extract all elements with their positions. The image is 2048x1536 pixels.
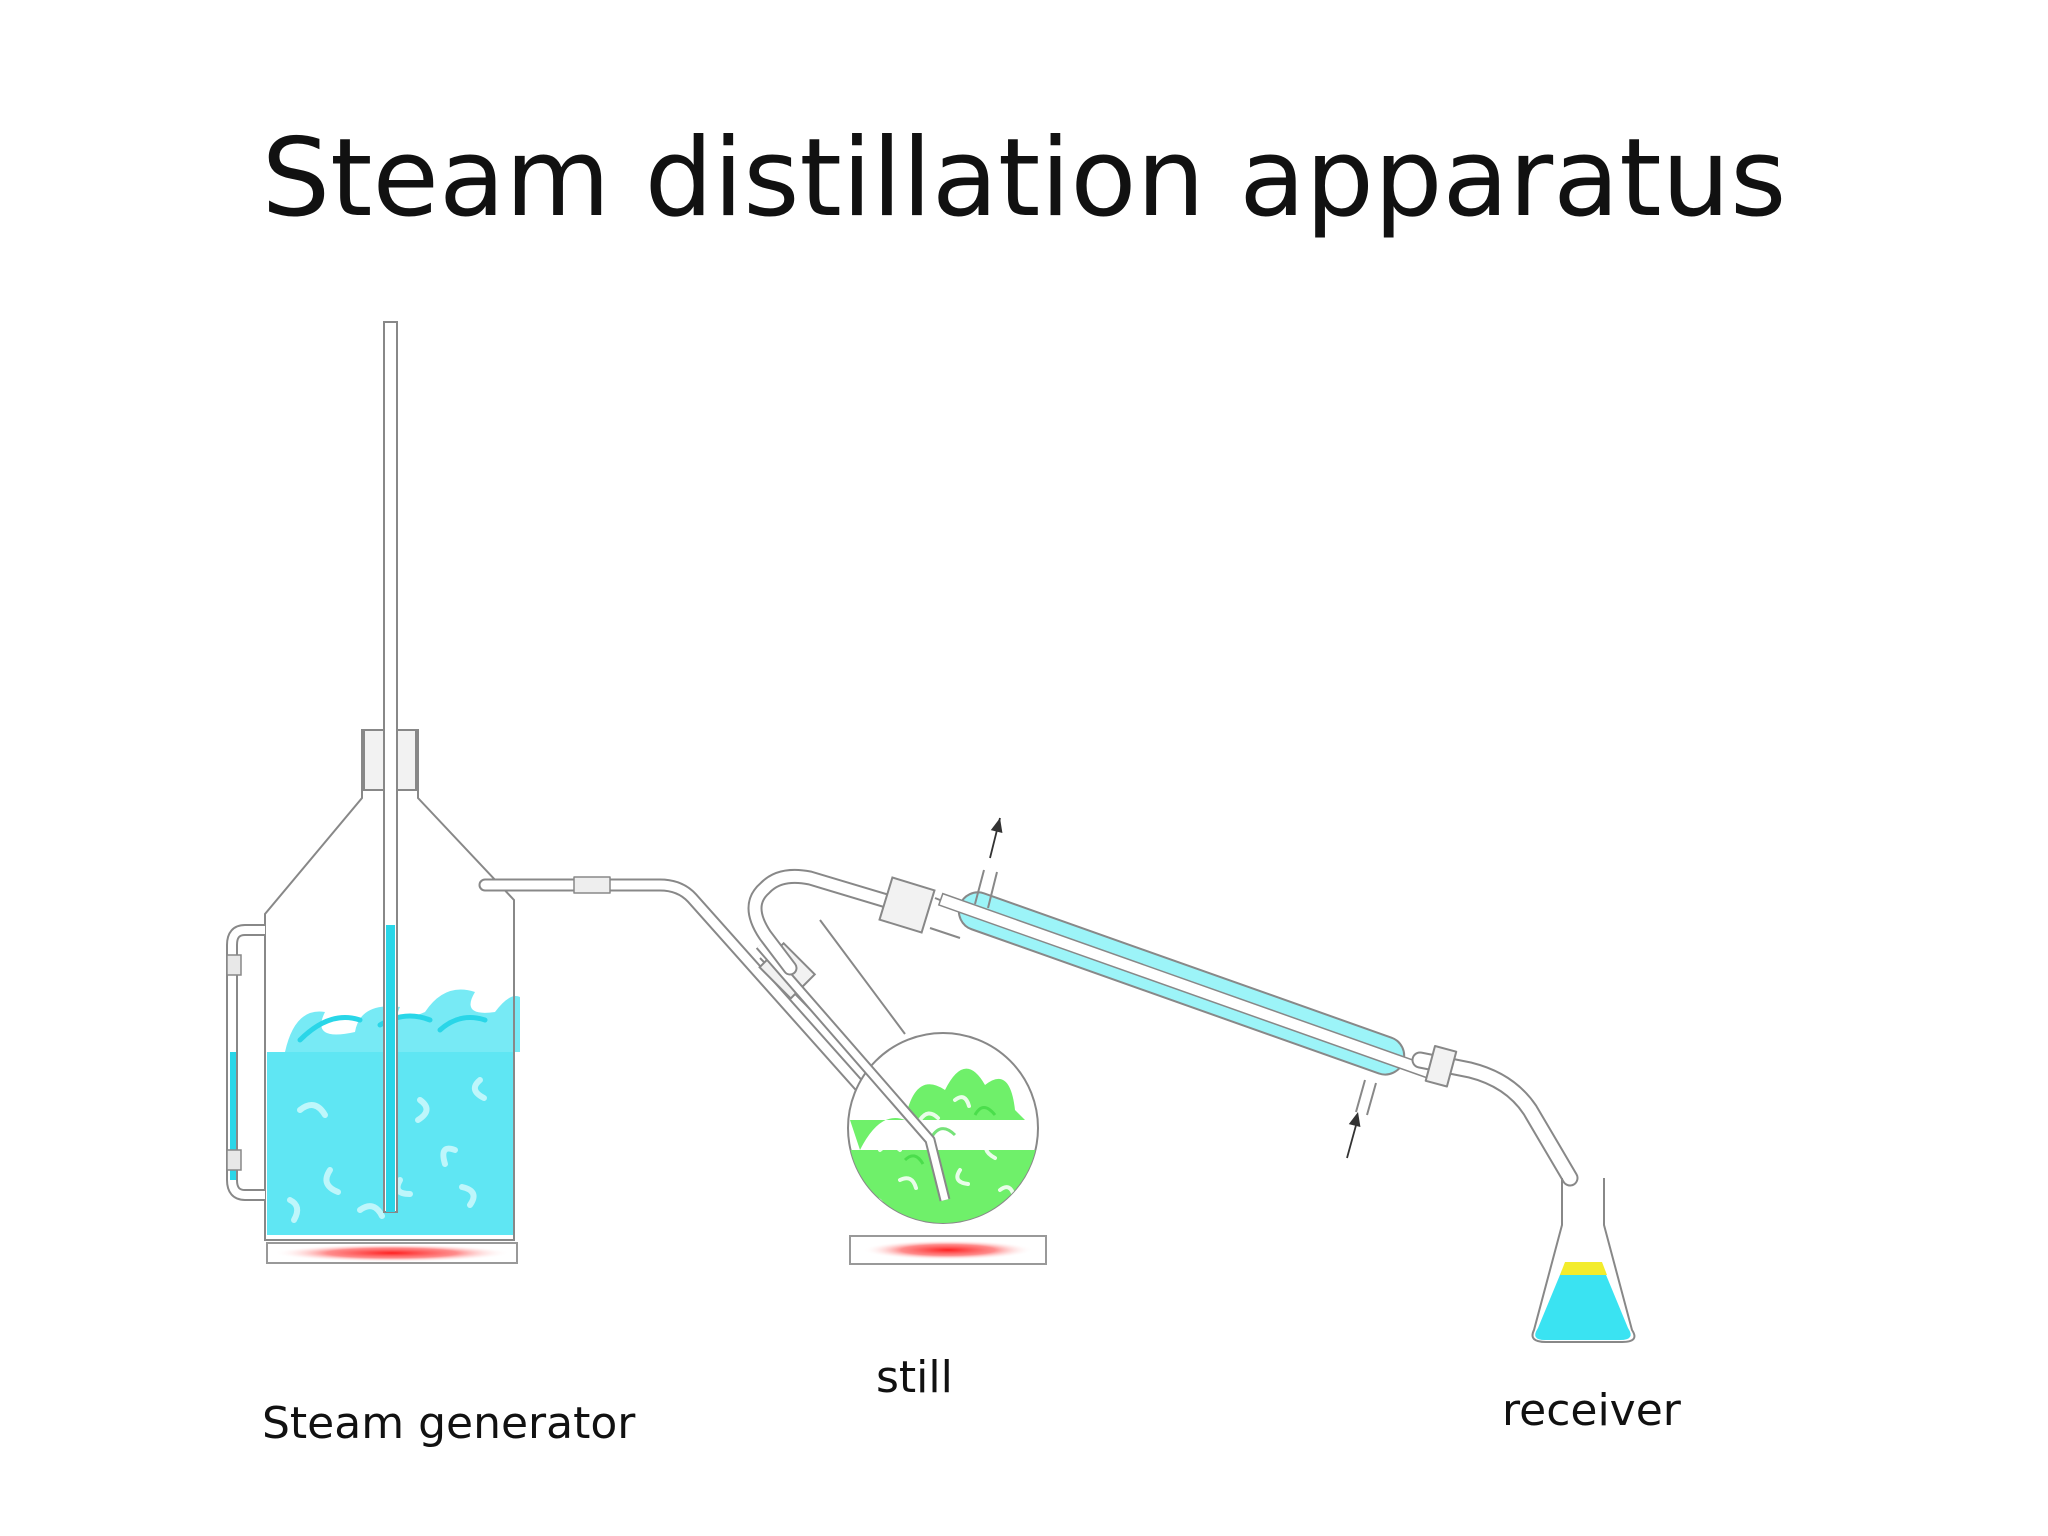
coolant-inlet	[1346, 1079, 1377, 1159]
still-head-tube	[747, 868, 908, 976]
label-receiver: receiver	[1502, 1385, 1681, 1436]
arrow-up-icon	[1348, 1112, 1361, 1128]
steam-delivery-tube	[478, 876, 937, 1172]
coolant-outlet	[974, 817, 1003, 909]
condenser	[937, 891, 1434, 1080]
condenser-adapter	[878, 876, 966, 939]
arrow-up-icon	[990, 818, 1003, 834]
label-steam-generator: Steam generator	[262, 1398, 636, 1449]
label-still: still	[876, 1352, 953, 1403]
steam-generator	[226, 321, 520, 1264]
receiver-flask	[1531, 1178, 1636, 1343]
still-flask	[755, 919, 1047, 1265]
receiver-adapter	[1411, 1045, 1579, 1187]
slide-title: Steam distillation apparatus	[261, 116, 1787, 241]
